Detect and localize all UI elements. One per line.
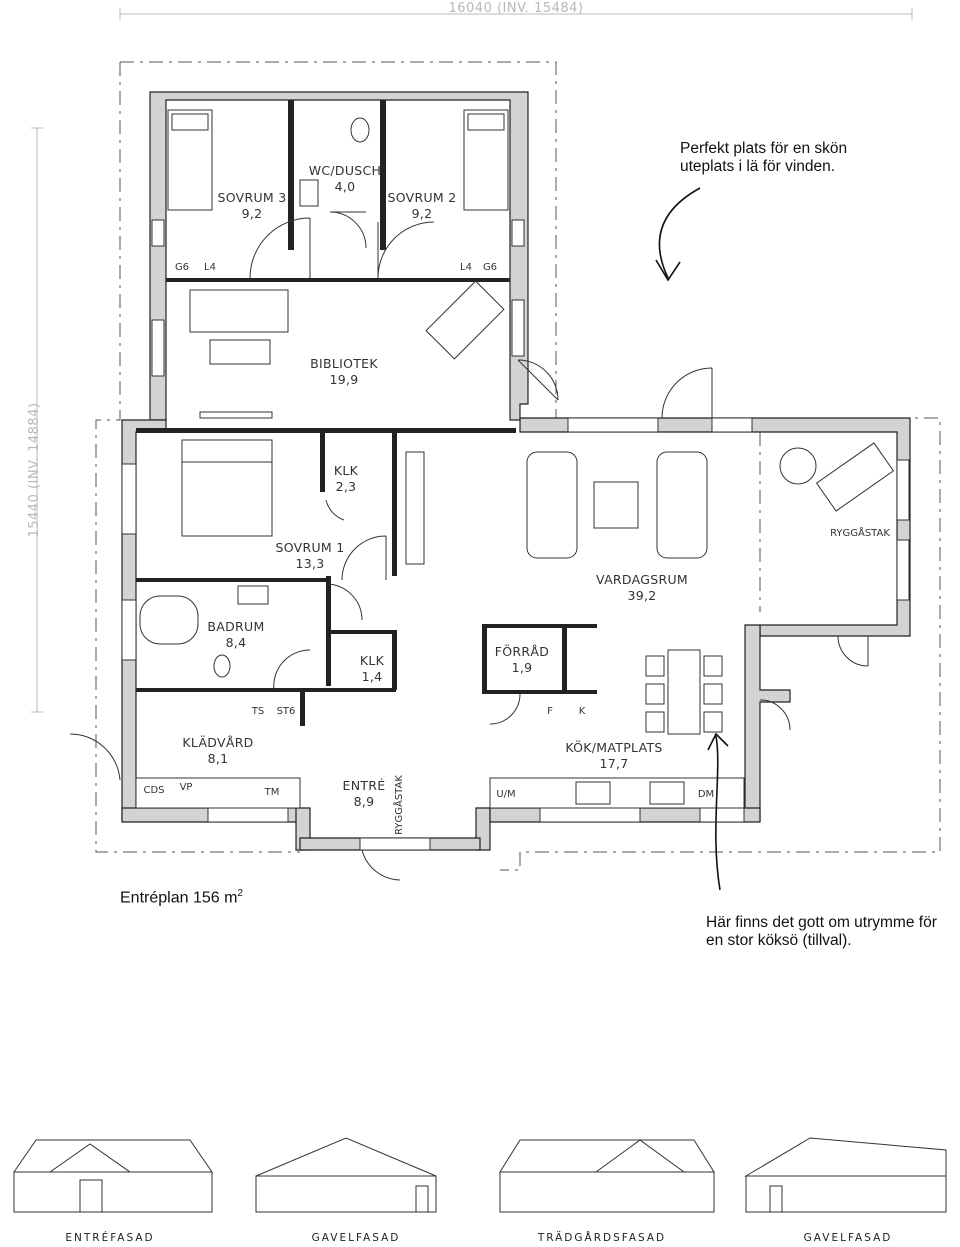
doors bbox=[69, 211, 869, 881]
room-name: KÖK/MATPLATS bbox=[565, 739, 662, 755]
facade-label: TRÄDGÅRDSFASAD bbox=[537, 1232, 667, 1244]
fixture-label: ST6 bbox=[277, 706, 296, 717]
room-area: 2,3 bbox=[336, 479, 357, 494]
room-area: 17,7 bbox=[599, 756, 628, 771]
fixture-labels: G6 L4 L4 G6 TS ST6 CDS VP TM U/M DM F K … bbox=[143, 262, 890, 835]
room-labels: SOVRUM 3 9,2 WC/DUSCH 4,0 SOVRUM 2 9,2 B… bbox=[182, 163, 688, 809]
room-area: 8,9 bbox=[354, 794, 375, 809]
windows bbox=[121, 219, 910, 851]
room-area: 9,2 bbox=[412, 206, 433, 221]
room-name: SOVRUM 2 bbox=[387, 190, 456, 205]
fixture-label: K bbox=[579, 706, 586, 717]
island-note: Här finns det gott om utrymme för en sto… bbox=[706, 914, 937, 950]
furniture bbox=[135, 109, 895, 809]
fixture-label: VP bbox=[180, 782, 193, 793]
room-area: 1,9 bbox=[512, 660, 533, 675]
room-area: 8,4 bbox=[226, 635, 247, 650]
room-name: ENTRÉ bbox=[343, 778, 386, 793]
patio-note: Perfekt plats för en skön uteplats i lä … bbox=[680, 140, 847, 176]
facade-label: GAVELFASAD bbox=[803, 1232, 893, 1244]
plan-title-unit: 2 bbox=[237, 888, 243, 899]
room-name: WC/DUSCH bbox=[309, 163, 382, 178]
room-name: SOVRUM 1 bbox=[275, 540, 344, 555]
room-area: 9,2 bbox=[242, 206, 263, 221]
room-area: 13,3 bbox=[295, 556, 324, 571]
room-area: 1,4 bbox=[362, 669, 383, 684]
width-dimension: 16040 (INV. 15484) bbox=[448, 1, 583, 16]
fixture-label: G6 bbox=[483, 262, 497, 273]
room-name: BIBLIOTEK bbox=[310, 356, 378, 371]
roof-label: RYGGÅSTAK bbox=[392, 775, 405, 835]
room-name: VARDAGSRUM bbox=[596, 572, 688, 587]
room-name: KLK bbox=[334, 463, 359, 478]
depth-dimension: 15440 (INV. 14884) bbox=[27, 402, 42, 537]
dimension-lines bbox=[31, 8, 913, 713]
roof-label: RYGGÅSTAK bbox=[830, 526, 890, 539]
roof-outline bbox=[95, 61, 941, 871]
room-name: FÖRRÅD bbox=[495, 643, 549, 659]
room-area: 39,2 bbox=[627, 588, 656, 603]
room-name: KLK bbox=[360, 653, 385, 668]
room-area: 8,1 bbox=[208, 751, 229, 766]
facade-label: GAVELFASAD bbox=[311, 1232, 401, 1244]
fixture-label: G6 bbox=[175, 262, 189, 273]
plan-title: Entréplan 156 m2 bbox=[120, 888, 243, 907]
room-name: BADRUM bbox=[207, 619, 264, 634]
note-line: uteplats i lä för vinden. bbox=[680, 158, 836, 175]
fixture-label: DM bbox=[698, 789, 714, 800]
fixture-label: F bbox=[547, 706, 553, 717]
fixture-label: L4 bbox=[460, 262, 472, 273]
facade-drawings bbox=[13, 1137, 947, 1213]
room-area: 4,0 bbox=[335, 179, 356, 194]
room-area: 19,9 bbox=[329, 372, 358, 387]
plan-title-text: Entréplan 156 m bbox=[120, 889, 238, 907]
fixture-label: TS bbox=[251, 706, 264, 717]
room-name: SOVRUM 3 bbox=[217, 190, 286, 205]
fixture-label: CDS bbox=[143, 785, 164, 796]
note-line: Här finns det gott om utrymme för bbox=[706, 914, 937, 931]
note-arrows bbox=[655, 187, 729, 891]
room-name: KLÄDVÅRD bbox=[182, 735, 253, 750]
fixture-label: L4 bbox=[204, 262, 216, 273]
note-line: en stor köksö (tillval). bbox=[706, 932, 852, 949]
facade-label: ENTRÉFASAD bbox=[65, 1232, 155, 1244]
fixture-label: U/M bbox=[496, 789, 515, 800]
interior-walls bbox=[136, 100, 597, 726]
note-line: Perfekt plats för en skön bbox=[680, 140, 848, 157]
fixture-label: TM bbox=[264, 787, 280, 798]
